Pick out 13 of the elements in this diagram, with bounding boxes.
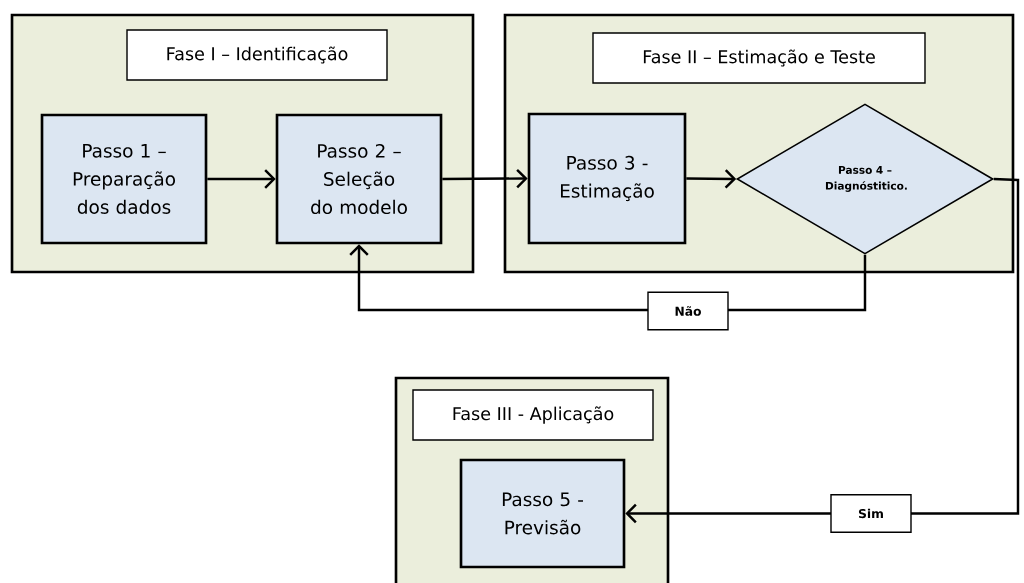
arrow: [625, 177, 1020, 524]
edge-label: Sim: [830, 494, 912, 533]
step-box: Passo 3 - Estimação: [527, 112, 687, 245]
arrow: [442, 168, 528, 189]
step-box: Passo 2 – Seleção do modelo: [275, 113, 443, 245]
arrow: [686, 169, 737, 189]
phase-title: Fase II – Estimação e Teste: [592, 32, 926, 84]
step-box: Passo 1 – Preparação dos dados: [40, 113, 208, 245]
phase-title: Fase III - Aplicação: [412, 389, 654, 441]
step-box: Passo 5 - Previsão: [459, 458, 626, 569]
phase-title: Fase I – Identificação: [126, 29, 388, 81]
arrow: [207, 169, 276, 189]
edge-label: Não: [647, 291, 729, 331]
